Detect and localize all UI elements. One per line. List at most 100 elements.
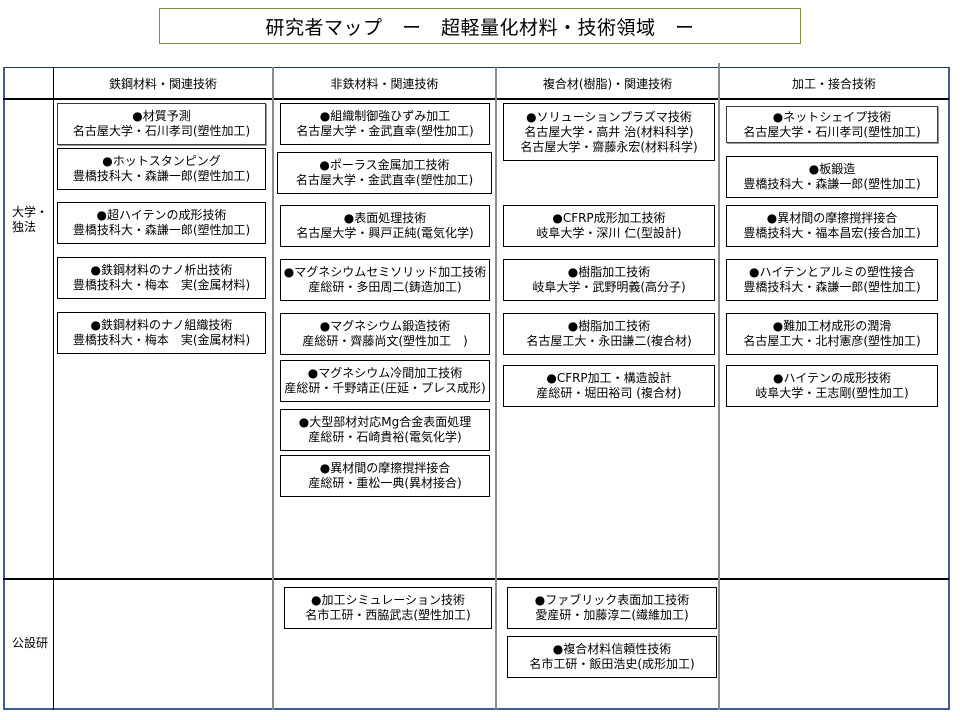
col-divider-1	[272, 67, 274, 710]
research-card[interactable]: 表面処理技術 名古屋大学・興戸正純(電気化学)	[280, 205, 490, 247]
research-card[interactable]: 異材間の摩擦撹拌接合 豊橋技科大・福本昌宏(接合加工)	[726, 205, 938, 247]
research-card[interactable]: 材質予測 名古屋大学・石川孝司(塑性加工)	[57, 103, 266, 145]
col-divider-3	[718, 63, 720, 710]
research-card[interactable]: マグネシウム冷間加工技術 産総研・千野靖正(圧延・プレス成形)	[280, 360, 490, 402]
research-card[interactable]: ハイテンとアルミの塑性接合 豊橋技科大・森謙一郎(塑性加工)	[726, 259, 938, 301]
column-header-composite: 複合材(樹脂)・関連技術	[497, 68, 718, 98]
card-person: 名古屋大学・興戸正純(電気化学)	[296, 226, 474, 240]
research-card[interactable]: 加工シミュレーション技術 名市工研・西脇武志(塑性加工)	[284, 587, 492, 629]
card-tech: 材質予測	[132, 109, 191, 124]
column-header-label: 加工・接合技術	[791, 76, 876, 91]
row-label-public-institute: 公設研	[12, 636, 49, 650]
column-header-label: 非鉄材料・関連技術	[330, 76, 439, 91]
card-tech: 組織制御強ひずみ加工	[320, 109, 450, 124]
card-person: 岐阜大学・深川 仁(型設計)	[536, 226, 682, 240]
card-tech: 表面処理技術	[344, 211, 426, 226]
map-table	[3, 67, 950, 710]
research-card[interactable]: ファブリック表面加工技術 愛産研・加藤淳二(繊維加工)	[507, 587, 717, 629]
card-person: 産総研・多田周二(鋳造加工)	[308, 280, 462, 294]
card-tech: CFRP成形加工技術	[552, 211, 666, 226]
card-person: 産総研・堀田裕司 (複合材)	[536, 386, 682, 400]
column-header-joining: 加工・接合技術	[720, 68, 948, 98]
card-person: 名古屋大学・金武直幸(塑性加工)	[296, 124, 474, 138]
card-person: 豊橋技科大・森謙一郎(塑性加工)	[743, 280, 921, 294]
header-divider	[3, 98, 949, 100]
card-person: 産総研・石崎貴裕(電気化学)	[308, 430, 462, 444]
research-card[interactable]: CFRP成形加工技術 岐阜大学・深川 仁(型設計)	[503, 205, 715, 247]
card-tech: ポーラス金属加工技術	[319, 158, 450, 173]
row-label-university: 大学・ 独法	[12, 205, 49, 234]
card-tech: マグネシウムセミソリッド加工技術	[284, 265, 486, 280]
card-person: 名古屋大学・石川孝司(塑性加工)	[72, 124, 251, 138]
research-card[interactable]: ハイテンの成形技術 岐阜大学・王志剛(塑性加工)	[726, 365, 938, 407]
card-tech: 異材間の摩擦撹拌接合	[320, 461, 450, 476]
card-person: 名古屋大学・石川孝司(塑性加工)	[743, 124, 921, 139]
column-header-nonferrous: 非鉄材料・関連技術	[274, 68, 495, 98]
card-person: 岐阜大学・武野明義(高分子)	[532, 280, 686, 294]
card-person: 豊橋技科大・森謙一郎(塑性加工)	[743, 177, 921, 191]
research-card[interactable]: ポーラス金属加工技術 名古屋大学・金武直幸(塑性加工)	[277, 152, 492, 194]
row-divider	[3, 578, 949, 580]
card-tech: 樹脂加工技術	[568, 319, 650, 334]
card-tech: ネットシェイプ技術	[773, 110, 891, 125]
card-tech: 加工シミュレーション技術	[311, 593, 465, 608]
research-card[interactable]: 鉄鋼材料のナノ組織技術 豊橋技科大・梅本 実(金属材料)	[57, 312, 266, 354]
card-person: 名古屋大学・齋藤永宏(材料科学)	[520, 139, 698, 154]
card-tech: 鉄鋼材料のナノ析出技術	[91, 263, 232, 278]
card-tech: 板鍛造	[809, 162, 855, 177]
label-col-divider	[53, 67, 54, 710]
card-tech: 異材間の摩擦撹拌接合	[767, 211, 897, 226]
card-person: 産総研・齊藤尚文(塑性加工 )	[302, 334, 468, 348]
card-tech: 鉄鋼材料のナノ組織技術	[91, 318, 232, 333]
card-tech: 超ハイテンの成形技術	[96, 208, 227, 223]
column-header-steel: 鉄鋼材料・関連技術	[54, 68, 272, 98]
research-card[interactable]: 難加工材成形の潤滑 名古屋工大・北村憲彦(塑性加工)	[726, 313, 938, 355]
research-card[interactable]: 樹脂加工技術 岐阜大学・武野明義(高分子)	[503, 259, 715, 301]
card-person: 名市工研・西脇武志(塑性加工)	[305, 608, 471, 622]
card-tech: 複合材料信頼性技術	[553, 642, 671, 657]
column-header-label: 複合材(樹脂)・関連技術	[542, 76, 673, 91]
card-tech: 難加工材成形の潤滑	[773, 319, 891, 334]
card-tech: マグネシウム鍛造技術	[320, 319, 450, 334]
research-card[interactable]: マグネシウム鍛造技術 産総研・齊藤尚文(塑性加工 )	[280, 313, 490, 355]
research-card[interactable]: 鉄鋼材料のナノ析出技術 豊橋技科大・梅本 実(金属材料)	[57, 257, 266, 299]
card-tech: マグネシウム冷間加工技術	[308, 366, 462, 381]
research-card[interactable]: 複合材料信頼性技術 名市工研・飯田浩史(成形加工)	[507, 636, 717, 678]
card-person: 豊橋技科大・森謙一郎(塑性加工)	[72, 223, 251, 237]
research-card[interactable]: 組織制御強ひずみ加工 名古屋大学・金武直幸(塑性加工)	[280, 103, 490, 145]
card-person: 豊橋技科大・梅本 実(金属材料)	[72, 278, 251, 292]
research-card[interactable]: 板鍛造 豊橋技科大・森謙一郎(塑性加工)	[726, 156, 938, 198]
page-title: 研究者マップ ー 超軽量化材料・技術領域 ー	[159, 8, 801, 44]
card-tech: 大型部材対応Mg合金表面処理	[299, 415, 471, 430]
card-person: 岐阜大学・王志剛(塑性加工)	[755, 386, 909, 400]
card-tech: ハイテンとアルミの塑性接合	[749, 265, 915, 280]
card-person: 名市工研・飯田浩史(成形加工)	[529, 657, 695, 671]
research-card[interactable]: ネットシェイプ技術 名古屋大学・石川孝司(塑性加工)	[726, 106, 938, 143]
research-card[interactable]: マグネシウムセミソリッド加工技術 産総研・多田周二(鋳造加工)	[280, 259, 490, 301]
card-person: 豊橋技科大・森謙一郎(塑性加工)	[72, 169, 251, 183]
card-tech: CFRP加工・構造設計	[546, 371, 672, 386]
research-card[interactable]: 異材間の摩擦撹拌接合 産総研・重松一典(異材接合)	[280, 455, 490, 497]
card-person: 豊橋技科大・梅本 実(金属材料)	[72, 333, 251, 347]
card-person: 名古屋大学・高井 治(材料科学)	[524, 124, 694, 139]
card-person: 名古屋工大・永田謙二(複合材)	[526, 334, 692, 348]
research-card[interactable]: 樹脂加工技術 名古屋工大・永田謙二(複合材)	[503, 313, 715, 355]
col-divider-2	[495, 67, 497, 710]
card-tech: ファブリック表面加工技術	[535, 593, 689, 608]
card-person: 豊橋技科大・福本昌宏(接合加工)	[743, 226, 921, 240]
card-person: 産総研・千野靖正(圧延・プレス成形)	[284, 381, 486, 395]
card-tech: ハイテンの成形技術	[773, 371, 891, 386]
card-tech: 樹脂加工技術	[568, 265, 650, 280]
research-card[interactable]: CFRP加工・構造設計 産総研・堀田裕司 (複合材)	[503, 365, 715, 407]
card-person: 愛産研・加藤淳二(繊維加工)	[535, 608, 689, 622]
card-person: 名古屋工大・北村憲彦(塑性加工)	[743, 334, 921, 348]
column-header-label: 鉄鋼材料・関連技術	[108, 76, 217, 91]
card-person: 産総研・重松一典(異材接合)	[308, 476, 462, 490]
page-title-text: 研究者マップ ー 超軽量化材料・技術領域 ー	[265, 16, 695, 39]
research-card[interactable]: 大型部材対応Mg合金表面処理 産総研・石崎貴裕(電気化学)	[280, 409, 490, 451]
card-tech: ソリューションプラズマ技術	[526, 110, 692, 125]
card-tech: ホットスタンピング	[102, 154, 221, 169]
research-card[interactable]: 超ハイテンの成形技術 豊橋技科大・森謙一郎(塑性加工)	[57, 202, 266, 244]
research-card[interactable]: ソリューションプラズマ技術 名古屋大学・高井 治(材料科学) 名古屋大学・齋藤永…	[503, 103, 715, 161]
research-card[interactable]: ホットスタンピング 豊橋技科大・森謙一郎(塑性加工)	[57, 148, 266, 190]
